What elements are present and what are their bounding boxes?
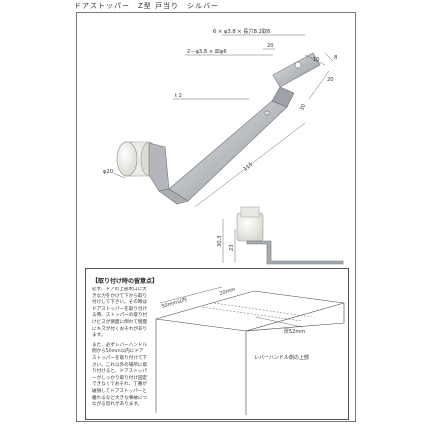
main-arm: [168, 100, 288, 202]
dim-30-top: 30: [299, 103, 307, 111]
dim-20-top: 20: [267, 43, 274, 49]
note-paragraph-1: 必ず、ドアの上部木口に大きな力をかけて下から取り付けして下さい。その時はドアスト…: [92, 287, 148, 339]
page-title: ドアストッパー Z型 戸当り シルバー: [74, 2, 220, 10]
install-diagram: 50mm以内 20mm 厚52mm レバーハンドル側の上部: [152, 283, 346, 417]
side-dimension-lines: [222, 219, 236, 263]
dim-20-right: 20: [327, 77, 334, 83]
dim-h303: 30.3: [217, 235, 223, 247]
top-plate: [272, 52, 321, 88]
door-outline: [155, 290, 345, 415]
dim-hole-long: 6 × φ3.8 × 長穴8.2取6: [213, 27, 270, 35]
product-frame: 6 × φ3.8 × 長穴8.2取6 2－φ3.8 × 皿φ6 20 10 8 …: [76, 12, 356, 422]
guide-lines: [201, 302, 313, 322]
label-20mm: 20mm: [219, 287, 236, 297]
install-notes-box: 【取り付け時の留意点】 必ず、ドアの上部木口に大きな力をかけて下から取り付けして…: [85, 268, 349, 420]
long-hole: [294, 61, 302, 69]
label-50mm: 50mm以内: [161, 296, 188, 310]
dim-h23: 23: [229, 244, 235, 251]
dim-length: 115: [243, 162, 255, 173]
install-notes-title: 【取り付け時の留意点】: [92, 278, 159, 285]
dim-thickness: t 2: [175, 93, 182, 99]
technical-drawing: 6 × φ3.8 × 長穴8.2取6 2－φ3.8 × 皿φ6 20 10 8 …: [77, 13, 355, 268]
side-profile: [236, 206, 344, 265]
drawing-svg: 6 × φ3.8 × 長穴8.2取6 2－φ3.8 × 皿φ6 20 10 8 …: [103, 27, 344, 265]
round-hole: [263, 110, 271, 116]
install-svg: 50mm以内 20mm 厚52mm レバーハンドル側の上部: [155, 287, 345, 415]
dim-8: 8: [334, 55, 337, 61]
label-depth: 厚52mm: [284, 329, 305, 335]
dim-diameter: φ20: [103, 169, 113, 175]
stopper-bracket: [148, 142, 170, 192]
dim-hole-round: 2－φ3.8 × 皿φ6: [187, 48, 227, 55]
upper-bend: [271, 86, 295, 108]
label-lever-side: レバーハンドル側の上部: [254, 354, 309, 361]
note-paragraph-2: また、必ずレバーハンドル側から50mm以内にドアストッパーを取り付けて下さい。こ…: [92, 342, 148, 408]
install-notes-text: 必ず、ドアの上部木口に大きな力をかけて下から取り付けして下さい。その時はドアスト…: [92, 287, 148, 417]
dim-10: 10: [313, 57, 320, 63]
dimension-lines: [112, 34, 334, 208]
